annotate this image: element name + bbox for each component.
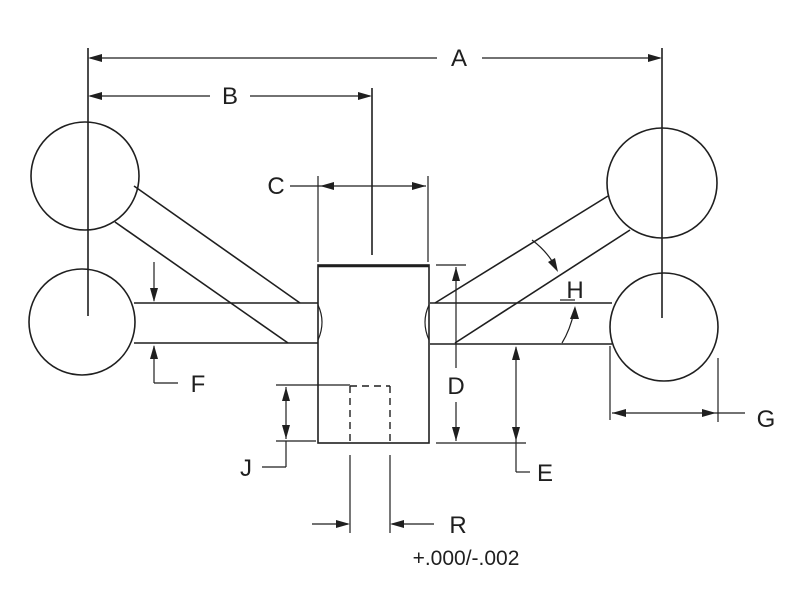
left-angled-arm [114, 185, 301, 344]
dimension-d [436, 264, 466, 444]
left-horizontal-arm [134, 302, 318, 344]
label-a: A [451, 45, 467, 72]
weld-fillets [317, 304, 430, 341]
label-h: H [566, 277, 583, 304]
right-horizontal-arm [430, 302, 612, 345]
lower-left-knob [28, 268, 136, 376]
label-j: J [240, 455, 252, 482]
dimension-a [88, 54, 662, 62]
tolerance-note: +.000/-.002 [413, 547, 520, 570]
upper-left-knob [30, 121, 140, 231]
dimension-e [466, 346, 530, 473]
dimension-g [609, 346, 745, 422]
label-b: B [222, 83, 238, 110]
label-c: C [267, 173, 284, 200]
label-e: E [537, 460, 553, 487]
label-d: D [447, 373, 464, 400]
label-r: R [449, 512, 466, 539]
right-angled-arm [434, 195, 631, 344]
dimension-r [312, 455, 434, 533]
dimension-f [150, 262, 178, 384]
dimension-j [262, 384, 350, 468]
dimension-b [88, 92, 372, 100]
label-f: F [191, 371, 206, 398]
center-hub [317, 264, 430, 444]
dimension-c [290, 176, 429, 262]
hidden-thread-outline [349, 385, 391, 443]
dimension-h [531, 239, 579, 344]
lower-right-knob [609, 272, 719, 382]
label-g: G [757, 406, 776, 433]
